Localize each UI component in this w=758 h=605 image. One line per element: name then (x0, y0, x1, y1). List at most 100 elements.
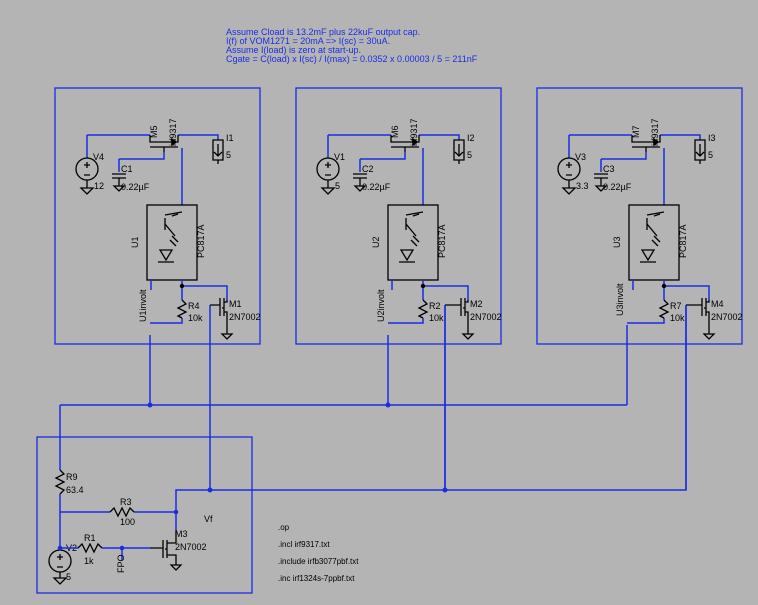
channel-1: M5 irf9317 V4 12 C1 0.22µF I1 5 U1 (54, 87, 261, 490)
resistor-r4[interactable] (176, 299, 188, 319)
load-value: 5 (708, 150, 713, 160)
bus-wiring (59, 305, 687, 493)
load-name: I3 (708, 133, 716, 143)
channel-3: M7 irf9317 V3 3.3 C3 0.22µF I3 5 U3 PC81… (536, 87, 743, 490)
pmos-fet-m5[interactable] (149, 135, 179, 152)
optocoupler-u3[interactable] (628, 204, 680, 281)
voltage-source-v3[interactable] (557, 157, 581, 195)
directive-incl-irf9317: .incl irf9317.txt (278, 540, 330, 549)
r1-name: R1 (84, 533, 96, 543)
sw-name: M1 (229, 299, 242, 309)
nmos-fet-m1[interactable] (210, 298, 234, 340)
source-value: 12 (94, 181, 104, 191)
net-label: U1involt (138, 289, 148, 322)
load-name: I2 (467, 133, 475, 143)
source-name: V1 (334, 152, 345, 162)
note-line-3: Assume I(load) is zero at start-up. (226, 45, 361, 55)
current-load-i2[interactable] (453, 139, 465, 164)
opto-model: PC817A (437, 224, 447, 258)
resistor-r3[interactable] (109, 506, 135, 518)
res-name: R4 (188, 301, 200, 311)
fet-model: irf9317 (650, 118, 660, 146)
fet-name: M6 (390, 125, 400, 138)
sw-name: M2 (470, 299, 483, 309)
res-value: 10k (188, 313, 203, 323)
channel-3-box (536, 87, 743, 345)
resistor-r9[interactable] (54, 469, 66, 495)
directive-op: .op (278, 523, 290, 532)
sw-model: 2N7002 (229, 312, 261, 322)
m3-name: M3 (175, 529, 188, 539)
load-value: 5 (467, 150, 472, 160)
r3-value: 100 (120, 517, 135, 527)
directive-inc-irf1324s: .inc irf1324s-7ppbf.txt (278, 574, 355, 583)
pmos-fet-m6[interactable] (390, 135, 420, 152)
junction-dot (661, 283, 667, 289)
cap-value: 0.22µF (362, 182, 391, 192)
cap-name: C3 (603, 164, 615, 174)
source-value: 3.3 (576, 181, 589, 191)
net-label: U2involt (376, 289, 386, 322)
opto-model: PC817A (196, 224, 206, 258)
opto-model: PC817A (678, 224, 688, 258)
junction-dot (179, 283, 185, 289)
source-name: V3 (575, 152, 586, 162)
junction-dot (420, 283, 426, 289)
note-line-1: Assume Cload is 13.2mF plus 22kuF output… (226, 27, 420, 37)
sw-name: M4 (711, 299, 724, 309)
load-name: I1 (226, 133, 234, 143)
r3-name: R3 (120, 497, 132, 507)
fet-model: irf9317 (168, 118, 178, 146)
resistor-r1[interactable] (77, 542, 103, 554)
m3-model: 2N7002 (175, 542, 207, 552)
channel-2: M6 irf9317 V1 5 C2 0.22µF I2 5 U2 PC817A (295, 87, 502, 490)
fpo-net-label: FPO (116, 554, 126, 573)
res-value: 10k (429, 313, 444, 323)
nmos-fet-m3[interactable] (150, 530, 183, 571)
r9-name: R9 (66, 472, 78, 482)
bottom-box (36, 436, 253, 594)
load-value: 5 (226, 150, 231, 160)
capacitor-c3[interactable] (594, 173, 608, 192)
nmos-fet-m4[interactable] (686, 298, 716, 340)
current-load-i3[interactable] (694, 139, 706, 164)
fet-name: M5 (149, 125, 159, 138)
optocoupler-u2[interactable] (387, 204, 439, 281)
cap-name: C2 (362, 164, 374, 174)
r1-value: 1k (84, 556, 94, 566)
capacitor-c1[interactable] (112, 173, 126, 192)
nmos-fet-m2[interactable] (445, 298, 475, 340)
res-name: R2 (429, 301, 441, 311)
pmos-fet-m7[interactable] (631, 135, 661, 152)
cap-name: C1 (121, 164, 133, 174)
optocoupler-u1[interactable] (146, 204, 198, 281)
opto-name: U1 (130, 236, 140, 248)
bottom-supply-block: R9 63.4 R3 100 Vf M3 2N7002 V2 5 (36, 436, 253, 594)
voltage-source-v1[interactable] (316, 157, 340, 195)
note-line-2: I(f) of VOM1271 = 20mA => I(sc) = 30uA. (226, 36, 390, 46)
source-value: 5 (335, 181, 340, 191)
source-name: V4 (93, 152, 104, 162)
opto-name: U3 (612, 236, 622, 248)
sw-model: 2N7002 (711, 312, 743, 322)
directive-include-irfb3077: .include irfb3077pbf.txt (278, 557, 359, 566)
current-load-i1[interactable] (212, 139, 224, 164)
res-name: R7 (670, 301, 682, 311)
resistor-r7[interactable] (658, 299, 670, 319)
note-line-4: Cgate = C(load) x I(sc) / I(max) = 0.035… (226, 54, 478, 64)
vf-net-label: Vf (204, 514, 213, 524)
channel-1-box (54, 87, 261, 345)
opto-name: U2 (371, 236, 381, 248)
capacitor-c2[interactable] (353, 173, 367, 192)
fet-model: irf9317 (409, 118, 419, 146)
spice-directives: .op .incl irf9317.txt .include irfb3077p… (278, 523, 359, 583)
res-value: 10k (670, 313, 685, 323)
cap-value: 0.22µF (121, 182, 150, 192)
voltage-source-v4[interactable] (75, 157, 99, 195)
resistor-r2[interactable] (417, 299, 429, 319)
net-label: U3involt (615, 283, 625, 316)
channel-2-box (295, 87, 502, 345)
design-notes: Assume Cload is 13.2mF plus 22kuF output… (226, 27, 478, 64)
fet-name: M7 (631, 125, 641, 138)
